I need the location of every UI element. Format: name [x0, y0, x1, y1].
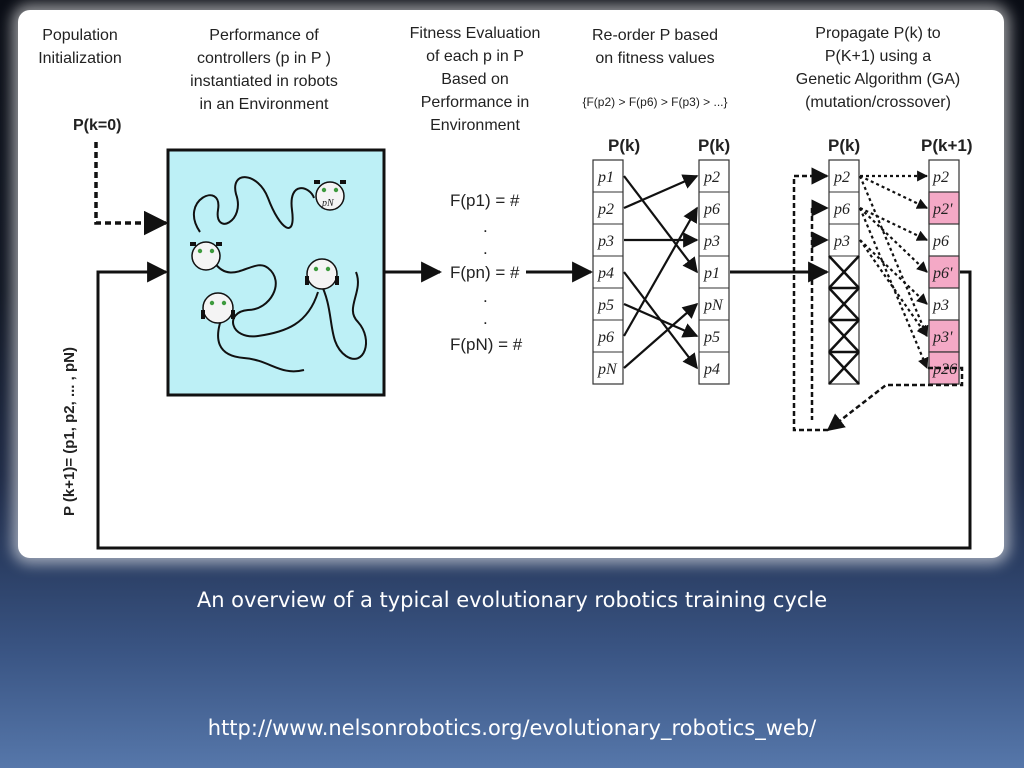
header-performance-line1: Performance of — [209, 27, 319, 44]
column-cell: p3 — [597, 233, 614, 250]
ga-return-arrow — [792, 167, 829, 432]
column-cell: p2' — [932, 201, 953, 218]
header-propagate-line4: (mutation/crossover) — [805, 94, 951, 111]
loop-label: P (k+1)= (p1, p2, ... , pN) — [61, 347, 78, 516]
source-url[interactable]: http://www.nelsonrobotics.org/evolutiona… — [207, 716, 817, 740]
robot-trajectories — [192, 176, 367, 373]
fitness-line: . — [483, 287, 488, 306]
column-reordered: p2 p6 p3 p1 pN p5 p4 — [698, 159, 730, 385]
column-cell: p3 — [703, 233, 720, 250]
column-cell: p6 — [932, 233, 949, 250]
column-cell: p6 — [597, 329, 614, 346]
slide-caption: An overview of a typical evolutionary ro… — [196, 588, 828, 612]
header-propagate-line2: P(K+1) using a — [825, 48, 931, 65]
header-performance-line4: in an Environment — [200, 96, 330, 113]
header-propagate-line3: Genetic Algorithm (GA) — [796, 71, 961, 88]
sort-arrows — [623, 174, 699, 370]
header-init-line2: Initialization — [38, 50, 122, 67]
environment-box — [166, 148, 386, 397]
column-cell: p2 — [833, 169, 850, 186]
header-fitness-line1: Fitness Evaluation — [410, 25, 541, 42]
column-cell: p1 — [703, 265, 720, 282]
fitness-line: F(p1) = # — [450, 191, 520, 210]
column-original: p1 p2 p3 p4 p5 p6 pN — [592, 159, 624, 385]
column-ga: p2 p6 p3 — [828, 159, 860, 385]
fitness-list: F(p1) = # . . F(pn) = # . . F(pN) = # — [450, 191, 523, 354]
column-cell: pN — [597, 361, 618, 378]
header-performance-line3: instantiated in robots — [190, 73, 338, 90]
fitness-line: . — [483, 309, 488, 328]
training-cycle-diagram: Population Initialization Performance of… — [38, 25, 973, 550]
column-cell: p4 — [703, 361, 720, 378]
feedback-loop-arrow — [96, 261, 972, 550]
column-cell: p5 — [597, 297, 614, 314]
fitness-line: . — [483, 217, 488, 236]
column-header-pk1: P(k+1) — [921, 136, 973, 155]
column-cell: p6' — [932, 265, 953, 282]
robot-icons: pN — [190, 180, 346, 324]
column-cell: p1 — [597, 169, 614, 186]
column-cell: p3 — [932, 297, 949, 314]
fitness-line: . — [483, 239, 488, 258]
header-fitness-line3: Based on — [441, 71, 509, 88]
highlight-cell — [928, 191, 960, 225]
header-fitness-line4: Performance in — [421, 94, 530, 111]
header-performance-line2: controllers (p in P ) — [197, 50, 331, 67]
column-cell: p4 — [597, 265, 614, 282]
column-cell: p26 — [932, 361, 957, 378]
column-cell: p6 — [833, 201, 850, 218]
header-fitness-line2: of each p in P — [426, 48, 524, 65]
column-cell: p2 — [703, 169, 720, 186]
start-label: P(k=0) — [73, 117, 121, 134]
header-reorder-line1: Re-order P based — [592, 27, 718, 44]
robot-label: pN — [321, 198, 335, 209]
header-init-line1: Population — [42, 27, 118, 44]
ga-arrows — [858, 170, 929, 370]
reorder-formula: {F(p2) > F(p6) > F(p3) > ...} — [582, 95, 727, 109]
header-reorder-line2: on fitness values — [595, 50, 714, 67]
column-header-pk-right: P(k) — [698, 136, 730, 155]
discarded-cells — [828, 255, 860, 385]
init-dashed-arrow — [94, 142, 169, 236]
column-header-pk-ga: P(k) — [828, 136, 860, 155]
column-cell: p3 — [833, 233, 850, 250]
column-cell: p2 — [932, 169, 949, 186]
ga-feedback-arrow — [826, 366, 964, 432]
column-header-pk-left: P(k) — [608, 136, 640, 155]
fitness-line: F(pN) = # — [450, 335, 523, 354]
column-cell: p5 — [703, 329, 720, 346]
column-cell: p6 — [703, 201, 720, 218]
column-cell: p3' — [932, 329, 953, 346]
header-propagate-line1: Propagate P(k) to — [815, 25, 941, 42]
column-cell: p2 — [597, 201, 614, 218]
column-next-gen: p2 p2' p6 p6' p3 p3' p26 — [928, 159, 960, 385]
header-fitness-line5: Environment — [430, 117, 520, 134]
fitness-line: F(pn) = # — [450, 263, 520, 282]
column-cell: pN — [703, 297, 724, 314]
